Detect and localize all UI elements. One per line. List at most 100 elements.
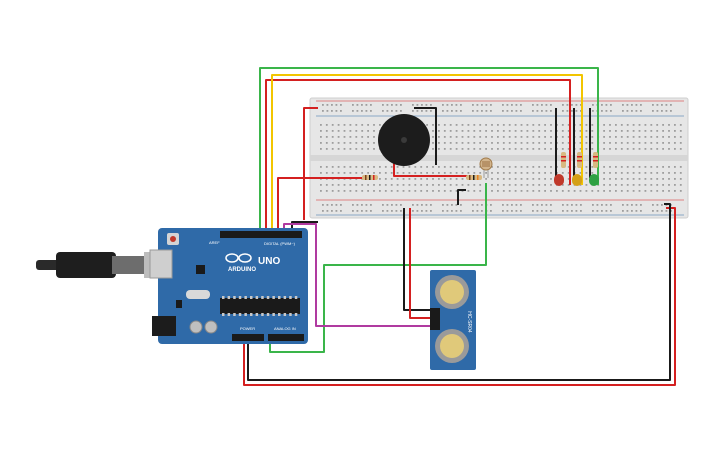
breadboard-hole	[420, 184, 423, 186]
red-led[interactable]	[554, 174, 564, 186]
breadboard-hole	[502, 210, 504, 212]
breadboard-hole	[561, 172, 564, 174]
breadboard-hole	[635, 210, 638, 212]
wire-magenta-trig	[283, 223, 430, 327]
green-led[interactable]	[589, 174, 599, 186]
breadboard-hole	[335, 104, 338, 106]
breadboard-hole	[526, 142, 529, 144]
chip-pin	[227, 313, 231, 316]
breadboard-hole	[520, 124, 523, 126]
breadboard-hole	[567, 166, 570, 168]
breadboard-hole	[384, 184, 387, 186]
breadboard-hole	[545, 104, 548, 106]
breadboard-hole	[461, 172, 464, 174]
breadboard-hole	[609, 130, 611, 132]
breadboard-hole	[550, 142, 552, 144]
breadboard-hole	[473, 148, 476, 150]
breadboard-hole	[511, 210, 513, 212]
breadboard-hole	[320, 166, 322, 168]
breadboard-hole	[668, 184, 670, 186]
usb-port	[149, 249, 173, 279]
breadboard-hole	[490, 104, 492, 106]
breadboard-hole	[455, 172, 458, 174]
breadboard-hole	[668, 136, 670, 138]
breadboard-hole	[402, 178, 405, 180]
breadboard-hole	[526, 124, 529, 126]
breadboard-hole	[679, 172, 682, 174]
breadboard-hole	[674, 142, 676, 144]
breadboard-hole	[326, 204, 329, 206]
resistor-band	[593, 156, 598, 158]
breadboard-hole	[508, 124, 511, 126]
breadboard-hole	[373, 148, 375, 150]
breadboard-hole	[550, 110, 552, 112]
piezo-buzzer[interactable]	[378, 114, 430, 166]
breadboard-hole	[601, 110, 603, 112]
breadboard-hole	[473, 184, 476, 186]
breadboard-hole	[609, 142, 611, 144]
breadboard-hole	[426, 124, 428, 126]
breadboard-hole	[400, 210, 402, 212]
breadboard-hole	[520, 204, 522, 206]
breadboard[interactable]	[309, 97, 689, 219]
breadboard-hole	[361, 204, 363, 206]
breadboard-hole	[373, 142, 375, 144]
breadboard-hole	[508, 190, 511, 192]
breadboard-hole	[620, 166, 623, 168]
breadboard-hole	[631, 110, 633, 112]
breadboard-hole	[638, 184, 641, 186]
breadboard-hole	[325, 172, 328, 174]
breadboard-hole	[491, 130, 493, 132]
breadboard-hole	[556, 190, 558, 192]
breadboard-hole	[508, 178, 511, 180]
resistor-buzzer[interactable]	[362, 175, 378, 180]
breadboard-hole	[591, 166, 594, 168]
photoresistor[interactable]	[479, 157, 493, 178]
arduino-logo-text: ARDUINO	[228, 267, 256, 273]
breadboard-hole	[349, 130, 352, 132]
breadboard-hole	[662, 178, 664, 180]
breadboard-hole	[679, 130, 682, 132]
breadboard-hole	[408, 190, 411, 192]
breadboard-hole	[361, 184, 364, 186]
breadboard-hole	[626, 190, 629, 192]
breadboard-hole	[449, 172, 452, 174]
breadboard-hole	[580, 110, 582, 112]
breadboard-hole	[571, 110, 573, 112]
resistor-ldr[interactable]	[466, 175, 482, 180]
breadboard-hole	[402, 166, 405, 168]
breadboard-hole	[511, 110, 513, 112]
breadboard-hole	[532, 166, 535, 168]
breadboard-hole	[585, 142, 588, 144]
breadboard-hole	[603, 148, 605, 150]
breadboard-hole	[575, 204, 578, 206]
breadboard-hole	[615, 142, 617, 144]
breadboard-hole	[585, 178, 588, 180]
breadboard-hole	[644, 172, 647, 174]
breadboard-hole	[591, 190, 594, 192]
breadboard-hole	[430, 110, 432, 112]
breadboard-hole	[449, 124, 452, 126]
breadboard-hole	[526, 166, 529, 168]
ultrasonic-sensor[interactable]: HC-SR04	[430, 270, 476, 370]
arduino-uno-board[interactable]: ARDUINO UNO DIGITAL (PWM~) POWER ANALOG …	[149, 228, 308, 344]
breadboard-hole	[638, 178, 641, 180]
usb-cable[interactable]	[36, 252, 166, 278]
breadboard-hole	[352, 104, 354, 106]
breadboard-hole	[420, 166, 423, 168]
breadboard-hole	[591, 130, 594, 132]
breadboard-hole	[532, 172, 535, 174]
breadboard-hole	[644, 166, 647, 168]
breadboard-hole	[620, 142, 623, 144]
breadboard-hole	[532, 210, 534, 212]
breadboard-hole	[420, 172, 423, 174]
breadboard-hole	[325, 136, 328, 138]
chip-pin	[261, 296, 264, 299]
wire-red-sensor-vcc	[409, 208, 432, 319]
yellow-led[interactable]	[572, 174, 582, 186]
breadboard-hole	[550, 184, 552, 186]
breadboard-hole	[544, 178, 546, 180]
breadboard-hole	[615, 124, 617, 126]
breadboard-hole	[426, 184, 428, 186]
chip-pin	[272, 296, 275, 299]
